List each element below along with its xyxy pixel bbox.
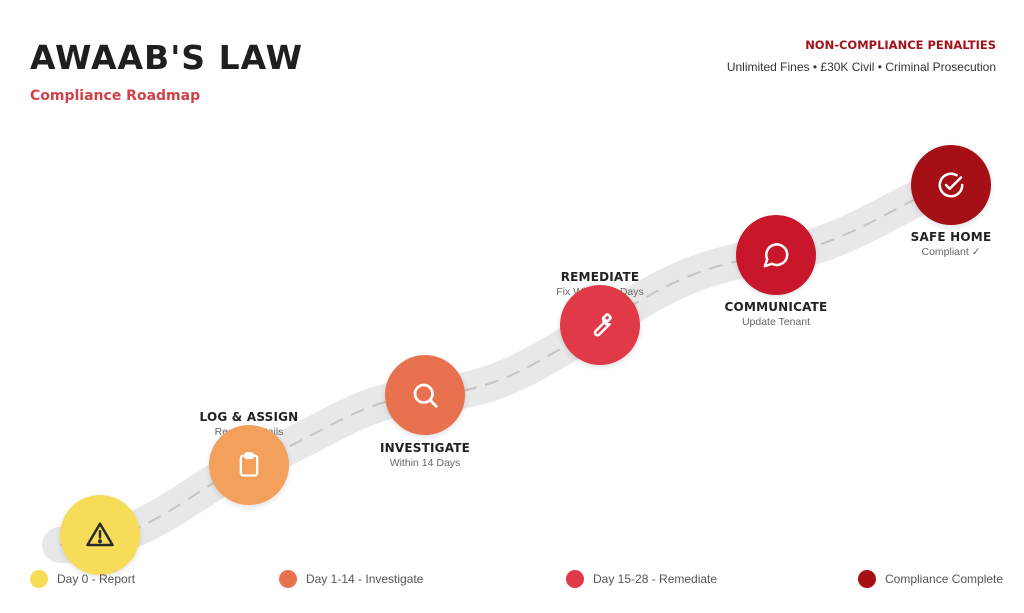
step-node-remediate (560, 285, 640, 365)
step-subtitle: Compliant ✓ (921, 246, 981, 258)
legend-item-remediate: Day 15-28 - Remediate (566, 570, 717, 588)
legend-label: Day 0 - Report (57, 572, 136, 586)
road-band (42, 167, 968, 563)
legend-swatch (279, 570, 297, 588)
penalties-heading: NON-COMPLIANCE PENALTIES (805, 38, 996, 52)
road-center-dashes (59, 184, 951, 546)
legend-label: Day 1-14 - Investigate (306, 572, 424, 586)
page-subtitle: Compliance Roadmap (30, 88, 201, 104)
check-circle-icon (936, 170, 966, 200)
warning-icon (85, 520, 115, 550)
message-icon (761, 240, 791, 270)
penalties-description: Unlimited Fines • £30K Civil • Criminal … (726, 60, 996, 74)
legend-item-report: Day 0 - Report (30, 570, 135, 588)
legend-label: Compliance Complete (885, 572, 1004, 586)
step-title: REMEDIATE (560, 270, 640, 284)
step-title: SAFE HOME (910, 230, 992, 244)
clipboard-icon (235, 451, 263, 479)
legend-item-complete: Compliance Complete (858, 570, 1003, 588)
step-title: COMMUNICATE (724, 300, 828, 314)
step-subtitle: Within 14 Days (389, 457, 461, 469)
step-node-safe-home (911, 145, 991, 225)
step-node-report (60, 495, 140, 575)
step-label-communicate: COMMUNICATE Update Tenant (666, 300, 886, 328)
step-node-investigate (385, 355, 465, 435)
step-label-investigate: INVESTIGATE Within 14 Days (315, 441, 535, 469)
step-label-safe-home: SAFE HOME Compliant ✓ (841, 230, 1024, 258)
legend-swatch (30, 570, 48, 588)
page-title: AWAAB'S LAW (30, 38, 304, 77)
legend-item-investigate: Day 1-14 - Investigate (279, 570, 423, 588)
step-node-communicate (736, 215, 816, 295)
step-title: INVESTIGATE (379, 441, 471, 455)
legend-swatch (858, 570, 876, 588)
wrench-icon (585, 310, 615, 340)
step-subtitle: Update Tenant (741, 316, 811, 328)
search-icon (410, 380, 440, 410)
legend-swatch (566, 570, 584, 588)
step-title: LOG & ASSIGN (199, 410, 299, 424)
legend-label: Day 15-28 - Remediate (593, 572, 718, 586)
step-node-log-assign (209, 425, 289, 505)
